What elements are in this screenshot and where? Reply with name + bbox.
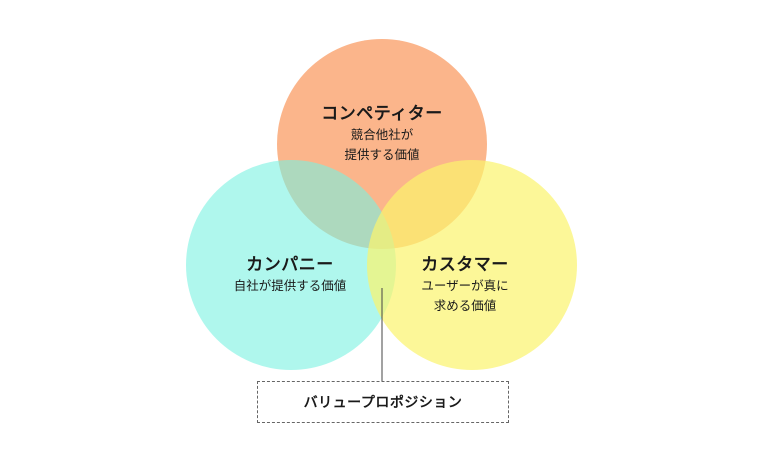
customer-circle: [367, 160, 577, 370]
customer-title: カスタマー: [421, 255, 509, 275]
value-proposition-label: バリュープロポジション: [303, 395, 463, 411]
company-circle: [186, 160, 396, 370]
competitor-desc-line: 競合他社が: [350, 127, 414, 142]
company-desc-line: 自社が提供する価値: [233, 278, 347, 293]
competitor-title: コンペティター: [321, 104, 443, 124]
customer-desc-line: ユーザーが真に: [421, 278, 509, 293]
competitor-description: 競合他社が 提供する価値: [282, 125, 482, 165]
company-description: 自社が提供する価値: [190, 276, 390, 296]
competitor-desc-line: 提供する価値: [344, 147, 420, 162]
customer-description: ユーザーが真に 求める価値: [365, 276, 565, 316]
value-proposition-callout: バリュープロポジション: [257, 381, 509, 423]
customer-desc-line: 求める価値: [433, 298, 497, 313]
company-title: カンパニー: [246, 255, 334, 275]
